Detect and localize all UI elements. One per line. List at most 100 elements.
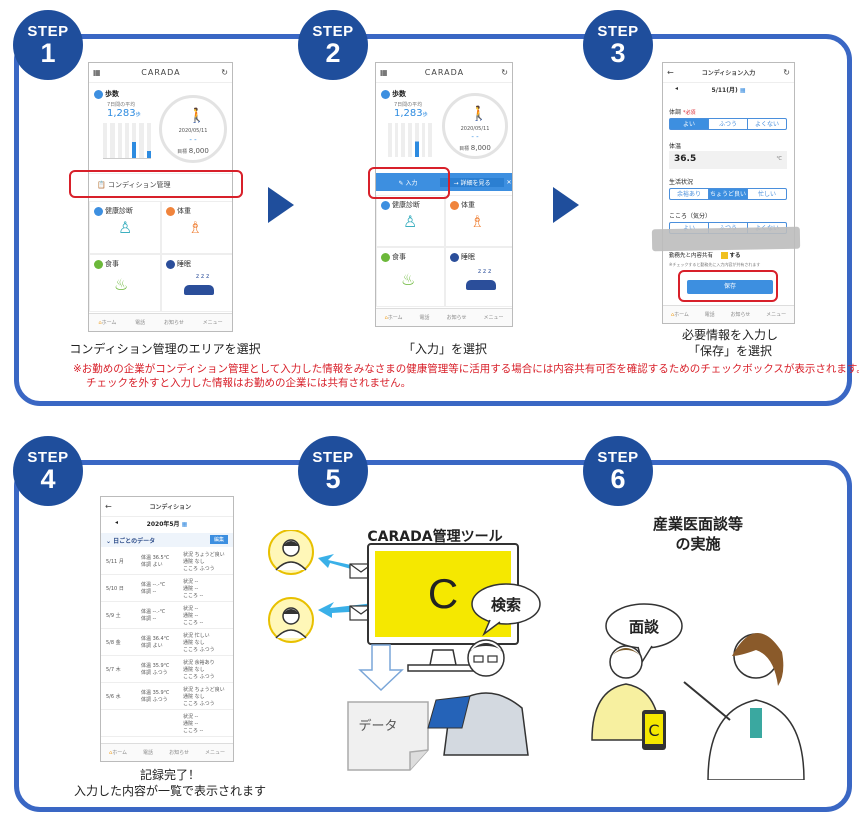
prev-month-icon[interactable]: ◂ xyxy=(115,519,119,526)
caption-step2: 「入力」を選択 xyxy=(402,342,487,356)
row-field: 通院 なし xyxy=(183,559,205,565)
row-field: 通院 -- xyxy=(183,721,199,727)
share-note: ※チェックすると勤務先に入力内容が共有されます xyxy=(669,262,761,267)
opt-normal[interactable]: ふつう xyxy=(709,119,748,129)
chevron-down-icon[interactable]: ⌄ xyxy=(106,538,112,545)
step1-tabbar: ⌂ホーム 電話 お知らせ メニュー xyxy=(89,313,232,331)
step1-highlight xyxy=(69,170,243,198)
caption-step3: 必要情報を入力し「保存」を選択 xyxy=(681,328,778,358)
meal-cell[interactable]: 食事 ♨ xyxy=(376,247,445,307)
edit-button[interactable]: 編集 xyxy=(209,535,228,544)
refresh-icon[interactable]: ↻ xyxy=(221,68,228,77)
calendar-icon[interactable]: ▦ xyxy=(93,68,101,77)
admin-person xyxy=(427,639,529,756)
tab-menu[interactable]: メニュー xyxy=(483,315,504,321)
sleep-cell[interactable]: 睡眠 z z z xyxy=(161,254,232,312)
search-bubble xyxy=(471,583,541,637)
tab-phone[interactable]: 電話 xyxy=(143,750,154,756)
calendar-icon[interactable]: ▦ xyxy=(739,87,746,94)
opt-busy[interactable]: 忙しい xyxy=(757,191,776,198)
date-nav: ◂ 5/11(月) ▦ xyxy=(663,85,794,99)
sleep-cell[interactable]: 睡眠 z z z xyxy=(445,247,512,307)
steps-card[interactable]: 歩数 7日間の平均 1,283歩 🚶 2020/05/11 - - 目標 8,0… xyxy=(89,83,232,168)
steps-ring: 🚶 2020/05/11 - - 目標 8,000 xyxy=(442,93,508,159)
step2-tabbar: ⌂ホーム 電話 お知らせ メニュー xyxy=(376,308,512,326)
refresh-icon[interactable]: ↻ xyxy=(501,68,508,77)
sleep-icon xyxy=(166,259,175,269)
tab-notice[interactable]: お知らせ xyxy=(446,315,467,321)
share-checkbox[interactable] xyxy=(720,252,728,259)
row-field: 通院 -- xyxy=(183,586,199,592)
row-field: こころ -- xyxy=(183,593,204,599)
step4-tabbar: ⌂ホーム 電話 お知らせ メニュー xyxy=(101,743,233,761)
tab-menu[interactable]: メニュー xyxy=(202,320,223,326)
step2-highlight xyxy=(368,167,450,199)
temp-field[interactable]: 36.5℃ xyxy=(669,151,787,169)
health-cell[interactable]: 健康診断 ♙ xyxy=(89,201,161,254)
meal-cell[interactable]: 食事 ♨ xyxy=(89,254,161,312)
bed-icon xyxy=(184,285,214,295)
row-field: 体調 -- xyxy=(141,616,157,622)
tab-notice[interactable]: お知らせ xyxy=(730,312,751,318)
opt-bad[interactable]: よくない xyxy=(754,121,779,128)
step3-phone: ← コンディション入力 ↻ ◂ 5/11(月) ▦ 体調 *必須 よい ふつう … xyxy=(662,62,795,324)
opt-relaxed[interactable]: 余裕あり xyxy=(670,189,709,199)
weight-cell[interactable]: 体重 ♗ xyxy=(445,195,512,247)
back-icon[interactable]: ← xyxy=(667,68,674,77)
tab-home[interactable]: ⌂ホーム xyxy=(670,312,689,318)
weight-cell[interactable]: 体重 ♗ xyxy=(161,201,232,254)
walker-icon: 🚶 xyxy=(188,108,206,124)
save-button[interactable]: 保存 xyxy=(687,280,773,294)
input-button[interactable]: ✎ 入力 xyxy=(398,179,418,187)
table-row[interactable]: 状況 --通院 --こころ -- xyxy=(101,711,233,737)
meal-figure-icon: ♨ xyxy=(401,270,416,289)
required-mark: *必須 xyxy=(682,110,696,116)
row-field: 5/7 木 xyxy=(106,667,121,673)
refresh-icon[interactable]: ↻ xyxy=(783,68,790,77)
detail-button[interactable]: → 詳細を見る xyxy=(440,177,504,187)
opt-just-right[interactable]: ちょうど良い xyxy=(709,189,748,199)
app-logo: CARADA xyxy=(424,68,465,77)
tab-notice[interactable]: お知らせ xyxy=(169,750,189,756)
blur-band xyxy=(651,226,801,252)
opt-good[interactable]: よい xyxy=(670,119,709,129)
step4-phone: ← コンディション ◂ 2020年5月 ▦ ⌄ 日ごとのデータ 編集 5/11 … xyxy=(100,496,234,762)
tab-home[interactable]: ⌂ホーム xyxy=(98,320,117,326)
close-icon[interactable]: ✕ xyxy=(506,178,512,186)
section-header: ⌄ 日ごとのデータ 編集 xyxy=(101,533,233,547)
tab-menu[interactable]: メニュー xyxy=(204,750,225,756)
tab-notice[interactable]: お知らせ xyxy=(163,320,184,326)
row-field: 体温 36.5℃ xyxy=(141,555,170,561)
tab-home[interactable]: ⌂ホーム xyxy=(384,315,403,321)
avg-unit: 歩 xyxy=(135,112,141,118)
step4-topbar: ← コンディション xyxy=(101,497,233,517)
bed-icon xyxy=(466,280,496,290)
health-cell[interactable]: 健康診断 ♙ xyxy=(376,195,445,247)
prev-day-icon[interactable]: ◂ xyxy=(675,85,679,92)
calendar-icon[interactable]: ▦ xyxy=(181,521,188,528)
health-figure-icon: ♙ xyxy=(403,212,418,231)
tab-phone[interactable]: 電話 xyxy=(419,315,430,321)
row-field: こころ -- xyxy=(183,620,204,626)
tab-home[interactable]: ⌂ホーム xyxy=(109,750,128,756)
note-line2: チェックを外すと入力した情報はお勤めの企業には共有されません。 xyxy=(86,377,412,389)
calendar-icon[interactable]: ▦ xyxy=(380,68,388,77)
arrow-1-2 xyxy=(268,187,294,223)
tab-phone[interactable]: 電話 xyxy=(135,320,146,326)
back-icon[interactable]: ← xyxy=(105,502,112,511)
clipboard-icon: 📋 xyxy=(97,181,106,189)
tab-phone[interactable]: 電話 xyxy=(704,312,715,318)
health-icon xyxy=(381,200,390,210)
tab-menu[interactable]: メニュー xyxy=(766,312,787,318)
step3-highlight xyxy=(678,270,778,302)
scale-figure-icon: ♗ xyxy=(470,212,485,231)
